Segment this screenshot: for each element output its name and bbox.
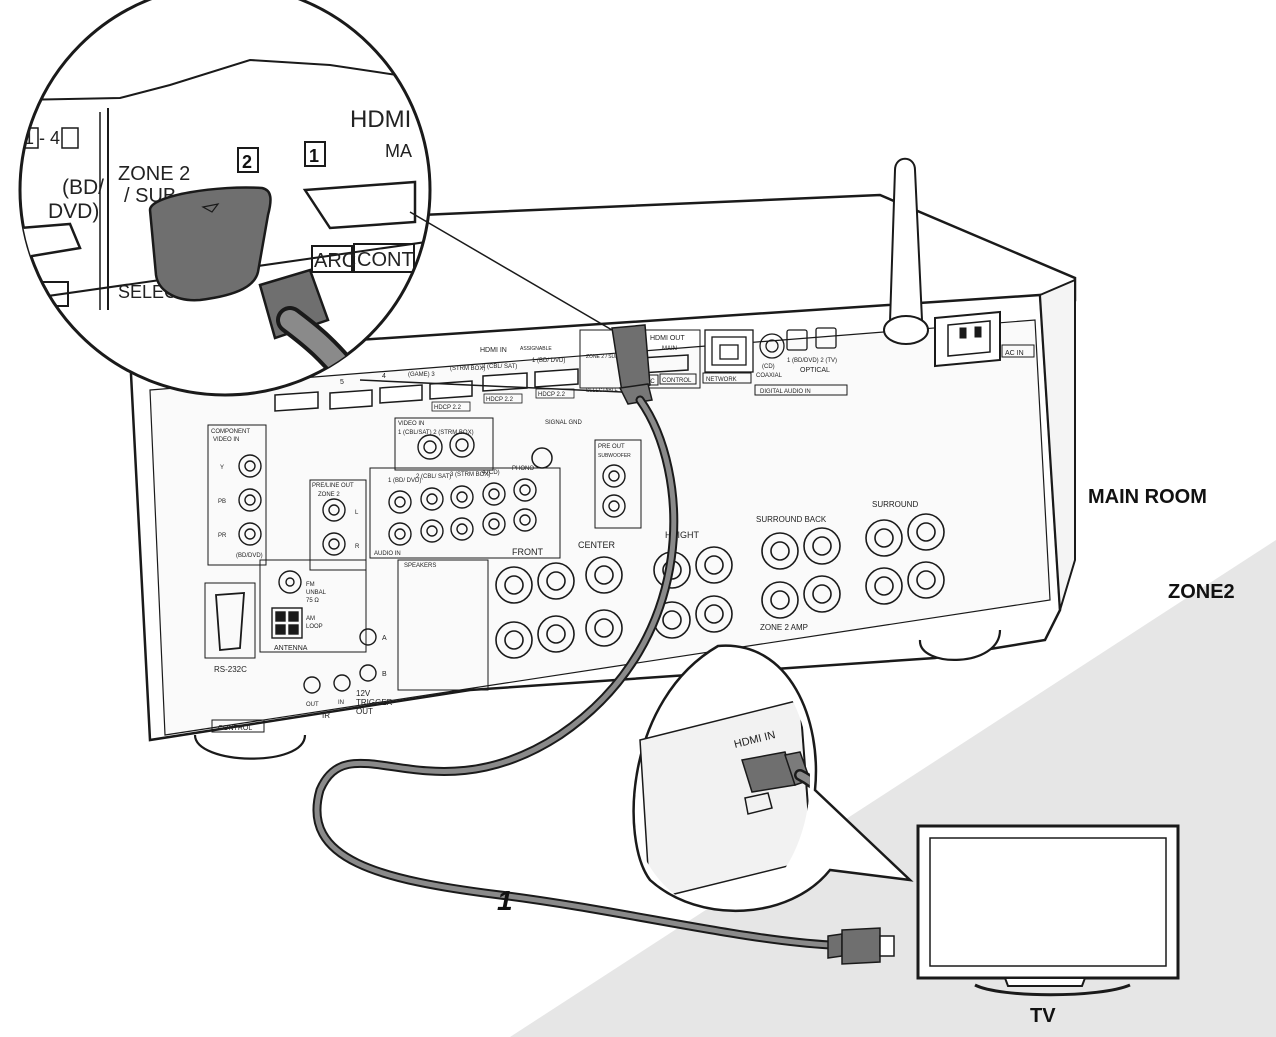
component-video-label-1: COMPONENT <box>211 429 250 435</box>
tv-icon <box>916 824 1180 997</box>
zone2-sub-label: ZONE 2 / SUB <box>586 354 619 360</box>
video-in-label: VIDEO IN <box>398 421 424 427</box>
audio-in-2-label: 2 (CBL/ SAT) <box>416 474 451 480</box>
zoom-range-label: 1 - 4 <box>24 128 60 148</box>
zone2-preout-label: ZONE 2 <box>318 492 340 498</box>
hdmi-in-5-label: 5 <box>340 379 344 386</box>
hdmi-out-label: HDMI OUT <box>650 335 685 342</box>
wifi-antenna <box>883 157 929 345</box>
component-y-label: Y <box>220 465 224 471</box>
component-bd-dvd-label: (BD/DVD) <box>236 553 263 559</box>
preout-l-label: L <box>355 510 359 516</box>
hdmi-in-4-label: 4 <box>382 373 386 380</box>
preout-r-label: R <box>355 544 360 550</box>
audio-in-jacks <box>369 467 561 559</box>
trigger-label-1: 12V <box>356 689 371 698</box>
height-label: HEIGHT <box>665 530 700 540</box>
audio-in-1-label: 1 (BD/ DVD) <box>388 478 421 484</box>
zone2-amp-label: ZONE 2 AMP <box>760 623 808 632</box>
hdmi-in-strm-label: (STRM BOX) <box>450 366 485 372</box>
component-pb-label: PB <box>218 499 226 505</box>
ir-out-label: OUT <box>306 702 319 708</box>
fm-label-2: UNBAL <box>306 590 327 596</box>
component-video-label-2: VIDEO IN <box>213 437 239 443</box>
network-label: NETWORK <box>706 377 737 383</box>
coaxial-label: COAXIAL <box>756 373 783 379</box>
fm-label-3: 75 Ω <box>306 598 319 604</box>
hdmi-in-assignable-label: ASSIGNABLE <box>520 346 552 352</box>
loop-label: LOOP <box>306 624 323 630</box>
video-in-inputs-label: 1 (CBL/SAT) 2 (STRM BOX) <box>398 430 474 436</box>
phono-label: PHONO <box>512 466 534 472</box>
trigger-b-label: B <box>382 671 387 678</box>
zoom-num-2: 2 <box>242 152 252 172</box>
zoom-num-1: 1 <box>309 146 319 166</box>
hdmi-in-ports <box>274 368 579 412</box>
audio-in-label: AUDIO IN <box>374 551 401 557</box>
zoom-control-label: CONT <box>357 249 414 271</box>
zone2-label: ZONE2 <box>1168 581 1235 603</box>
optical-label: OPTICAL <box>800 367 830 374</box>
hdmi-out-main-label: MAIN <box>662 346 677 352</box>
speakers-label: SPEAKERS <box>404 563 436 569</box>
trigger-a-label: A <box>382 635 387 642</box>
audio-in-4-label: 4 (CD) <box>482 470 500 476</box>
digital-audio-in-label: DIGITAL AUDIO IN <box>760 389 811 395</box>
am-label: AM <box>306 616 315 622</box>
front-label: FRONT <box>512 547 543 557</box>
audio-in-3-label: 3 (STRM BOX) <box>450 472 490 478</box>
tv-end-hdmi-plug <box>827 927 895 965</box>
center-label: CENTER <box>578 540 616 550</box>
subwoofer-label: SUBWOOFER <box>598 453 631 459</box>
zoom-bd-label: (BD/ <box>62 176 104 199</box>
ac-in-label: AC IN <box>1005 350 1024 357</box>
control-panel-label: CONTROL <box>218 725 252 732</box>
zoom-main-label: MA <box>385 141 412 161</box>
control-label: CONTROL <box>662 378 692 384</box>
surround-back-label: SURROUND BACK <box>756 515 827 524</box>
tv-hdmi-callout: HDMI IN <box>632 644 914 913</box>
zoom-dvd-label: DVD) <box>48 200 99 223</box>
ac-inlet <box>934 310 1035 368</box>
signal-gnd-label: SIGNAL GND <box>545 420 582 426</box>
ir-label: IR <box>322 711 330 720</box>
zoom-arc-label: ARC <box>314 250 356 272</box>
pre-line-out-label: PRE/LINE OUT <box>312 483 354 489</box>
coaxial-cd-label: (CD) <box>762 364 775 370</box>
hdcp-label-a: HDCP 2.2 <box>434 405 462 411</box>
surround-label: SURROUND <box>872 500 918 509</box>
hdmi-in-2-label: 2 (CBL/ SAT) <box>482 364 517 370</box>
zoom-hdmi-plug <box>148 186 272 302</box>
hdcp-label-b: HDCP 2.2 <box>486 397 514 403</box>
ir-in-label: IN <box>338 700 344 706</box>
component-pr-label: PR <box>218 533 227 539</box>
trigger-label-2: TRIGGER <box>356 698 393 707</box>
hdmi-in-1-label: 1 (BD/ DVD) <box>532 358 565 364</box>
receiver-zoom-callout: 1 - 4 (BD/ DVD) 2.2 HDMI ZONE 2 / SUB 2 … <box>18 0 623 397</box>
rs232c-label: RS-232C <box>214 665 247 674</box>
hdmi-in-3-label: (GAME) 3 <box>408 372 435 378</box>
step-number: 1 <box>497 885 513 916</box>
antenna-label: ANTENNA <box>274 645 308 652</box>
main-room-label: MAIN ROOM <box>1088 486 1207 508</box>
hdmi-in-label: HDMI IN <box>480 347 507 354</box>
zoom-hdmi-label: HDMI <box>350 106 411 133</box>
hdcp-label-c: HDCP 2.2 <box>538 392 566 398</box>
trigger-label-3: OUT <box>356 707 373 716</box>
fm-label-1: FM <box>306 582 315 588</box>
optical-inputs-label: 1 (BD/DVD) 2 (TV) <box>787 358 837 364</box>
tv-label: TV <box>1030 1005 1056 1027</box>
zoom-zone2-label: ZONE 2 <box>118 163 190 185</box>
pre-out-label: PRE OUT <box>598 444 625 450</box>
